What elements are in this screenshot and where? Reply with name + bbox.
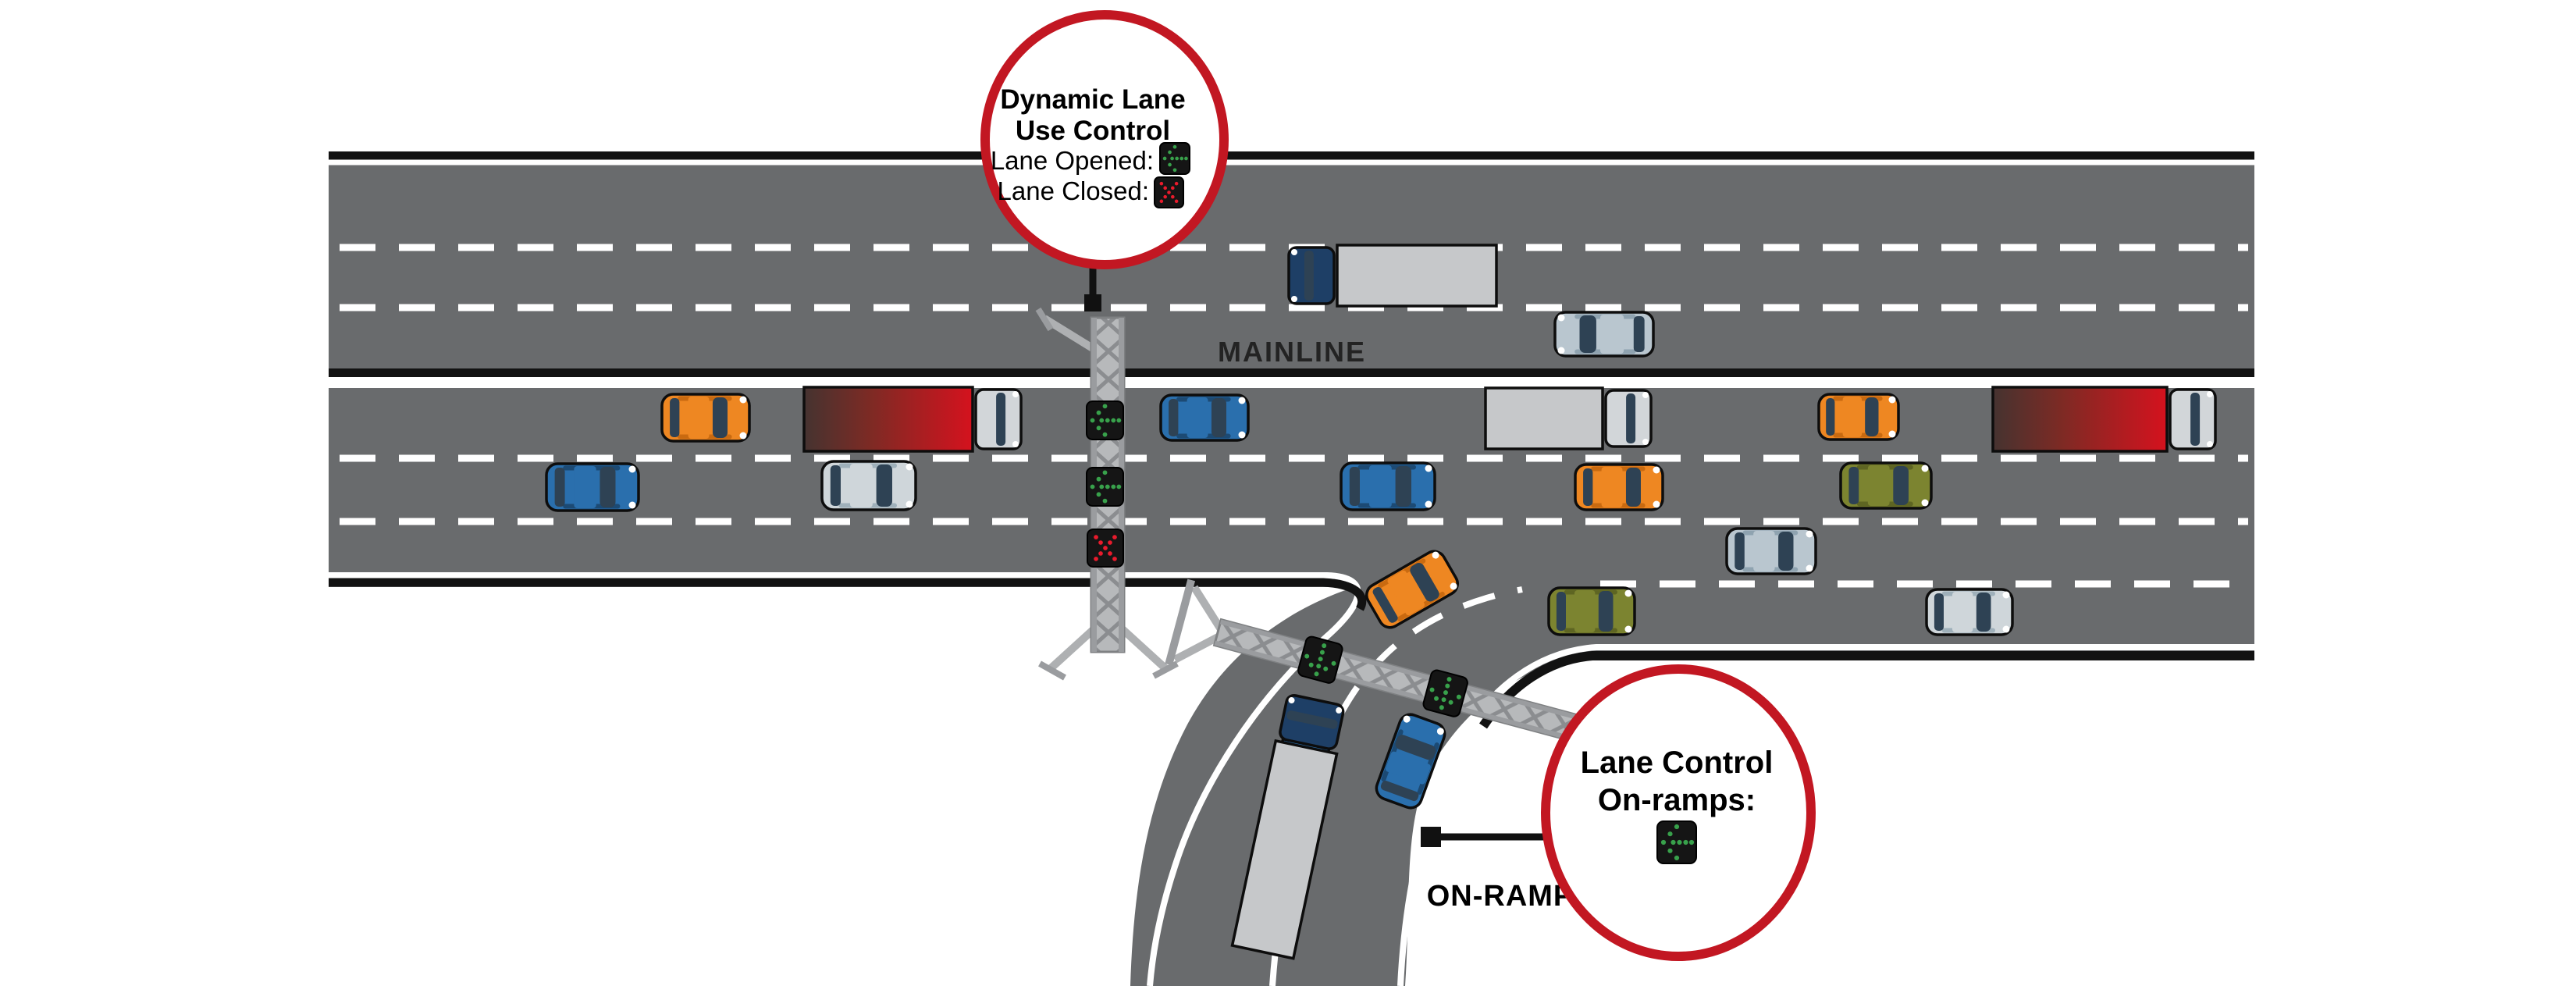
legend-onramp-open-icon [1656,820,1697,864]
callout-title-line2: Use Control [1016,116,1170,146]
ramp-gantry-cap [1165,578,1196,666]
gantry-bottom-cap-right [1152,660,1179,679]
callout-title-line1: Dynamic Lane [1000,84,1185,115]
lane-control-onramps-callout: Lane Control On-ramps: [1541,664,1816,961]
onramp-label: ON-RAMP [1427,880,1574,913]
semi-truck [1484,386,1653,450]
mainline-label: MAINLINE [1218,336,1366,368]
ramp-right-edge-line [1397,644,2254,986]
callout-ring [1541,664,1816,961]
gantry-bottom-cap-left [1038,660,1066,681]
upper-road-top-edge [329,151,2254,160]
car [1925,588,2014,636]
semi-truck [1287,244,1498,308]
car [1817,393,1900,441]
signals-layer [1086,400,1468,717]
car [1553,311,1655,358]
mainline-lane2-open-signal-icon [1086,467,1124,507]
gantry-top-strut-cap [1035,307,1054,332]
car [820,460,917,511]
ramp-lane2-open-signal-icon [1422,669,1468,717]
legend-lane-closed-icon [1154,176,1184,208]
lane-opened-label: Lane Opened: [991,146,1154,175]
semi-truck [802,386,1023,453]
car [660,393,751,443]
legend-signals-layer [1154,142,1697,864]
semi-truck [1991,386,2217,453]
car [1159,393,1250,442]
onramp-callout-line2: On-ramps: [1598,783,1756,817]
car [1340,461,1436,511]
car [1547,586,1636,636]
upper-road-bottom-edge [329,368,2254,377]
mainline-lane3-closed-signal-icon [1087,529,1124,568]
semi-truck [1230,694,1345,960]
connector-endpoint [1421,827,1441,847]
connector-endpoint [1084,294,1101,311]
dynamic-lane-use-control-callout: Dynamic Lane Use Control Lane Opened: La… [980,10,1229,269]
car [1365,550,1459,629]
gantry-top-strut [1042,315,1100,355]
car [545,462,640,512]
mainline-lane1-open-signal-icon [1086,400,1124,440]
lane-closed-label: Lane Closed: [998,176,1149,205]
car [1574,463,1664,511]
onramp-callout-line1: Lane Control [1581,746,1774,780]
lower-road-bottom-edge-left [329,578,1367,611]
car [1839,461,1933,510]
ramp-lane1-open-signal-icon [1297,635,1343,684]
legend-lane-opened-icon [1159,142,1190,175]
car [1375,713,1446,810]
vehicles-layer [545,244,2217,960]
car [1725,527,1817,575]
